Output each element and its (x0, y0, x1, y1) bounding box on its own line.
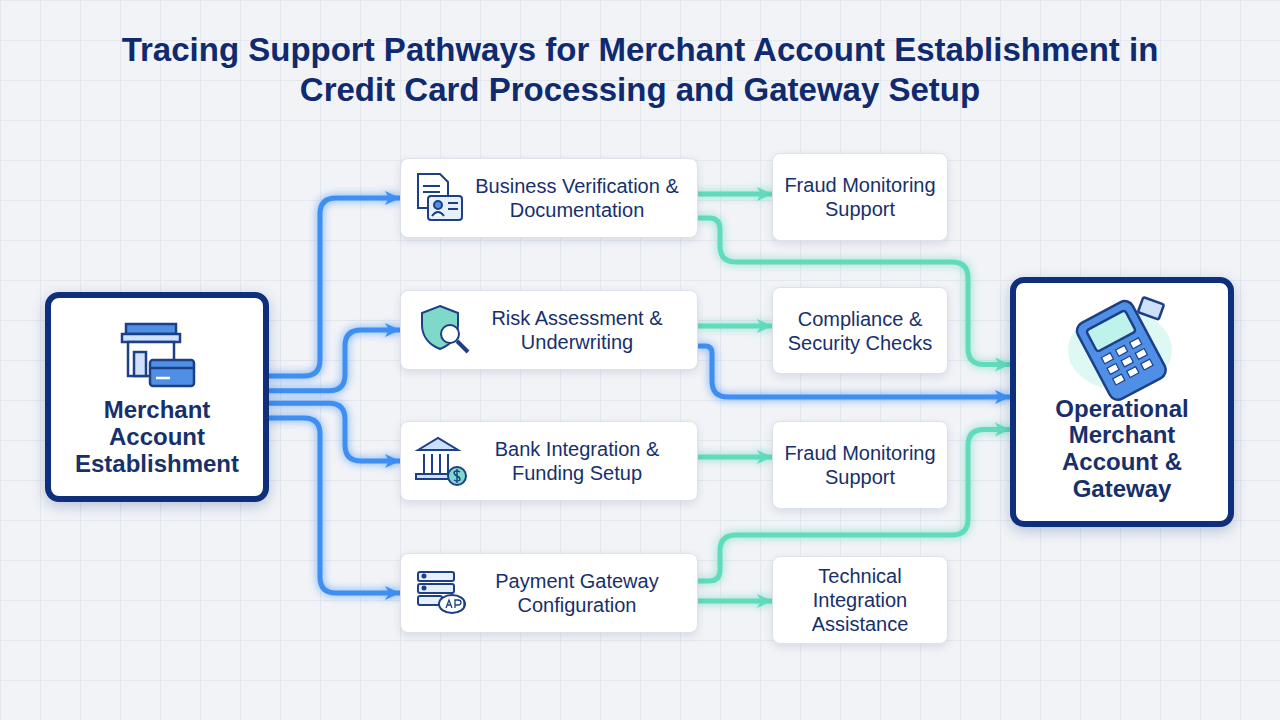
node-label: Operational Merchant Account & Gateway (1024, 396, 1220, 504)
endpoint-box: Operational Merchant Account & Gateway (1010, 277, 1234, 527)
process-box: Technical Integration Assistance (772, 556, 948, 644)
process-box: Payment Gateway Configuration (400, 553, 698, 633)
flow-arrow (698, 599, 772, 604)
flow-arrow (269, 330, 400, 391)
process-box: Compliance & Security Checks (772, 287, 948, 374)
process-box: Fraud Monitoring Support (772, 421, 948, 509)
node-label: Fraud Monitoring Support (781, 173, 939, 221)
document-icon (418, 174, 462, 220)
node-label: Technical Integration Assistance (781, 564, 939, 636)
flow-arrow (698, 324, 772, 329)
endpoint-box: Merchant Account Establishment (45, 292, 269, 502)
flow-arrow (698, 455, 772, 460)
flow-arrow (269, 403, 400, 461)
bank-icon (416, 438, 466, 485)
node-label: Fraud Monitoring Support (781, 441, 939, 489)
pos-terminal-icon (1068, 297, 1172, 403)
process-box: Fraud Monitoring Support (772, 153, 948, 241)
server-api-icon (418, 572, 465, 613)
node-label: Merchant Account Establishment (61, 397, 253, 478)
flow-arrow (269, 198, 400, 376)
node-label: Risk Assessment & Underwriting (467, 306, 687, 354)
node-label: Business Verification & Documentation (467, 174, 687, 222)
diagram-title: Tracing Support Pathways for Merchant Ac… (80, 30, 1200, 109)
node-label: Payment Gateway Configuration (467, 569, 687, 617)
flow-arrow (698, 192, 772, 197)
node-label: Bank Integration & Funding Setup (467, 437, 687, 485)
node-label: Compliance & Security Checks (781, 307, 939, 355)
process-box: Business Verification & Documentation (400, 158, 698, 238)
flow-arrow (269, 418, 400, 593)
shop-icon (122, 324, 194, 386)
process-box: Risk Assessment & Underwriting (400, 290, 698, 370)
process-box: Bank Integration & Funding Setup (400, 421, 698, 501)
shield-icon (422, 306, 468, 352)
